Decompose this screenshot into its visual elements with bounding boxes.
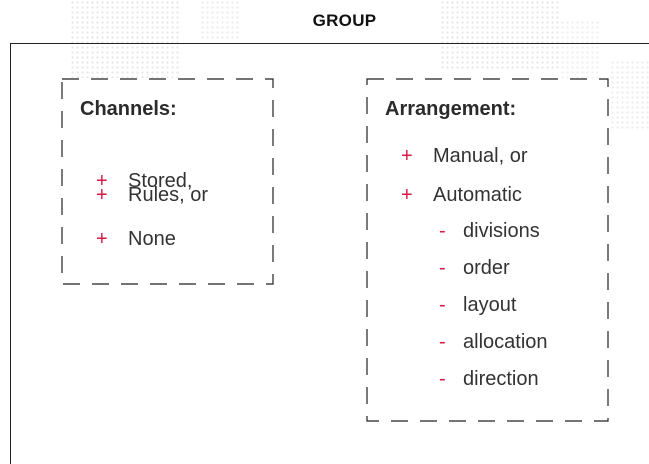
plus-marker: + [96,184,108,206]
automatic-subitem-label: layout [463,294,517,316]
group-frame [10,43,649,464]
dash-marker: - [439,257,446,279]
arrangement-title: Arrangement: [385,98,517,120]
channels-item-label: Stored, [128,170,193,192]
channels-item-label: None [128,228,176,250]
channels-title: Channels: [80,98,177,120]
channels-item-label: Rules, or [128,184,209,206]
dash-marker: - [439,220,446,242]
plus-marker: + [401,184,413,206]
arrangement-item-label: Manual, or [433,145,528,167]
automatic-subitem-label: order [463,257,510,279]
arrangement-box: Arrangement: + Manual, or + Automatic - … [366,78,609,422]
background-dot-map [70,0,649,130]
channels-box-border [61,78,274,285]
arrangement-box-border [366,78,609,422]
dash-marker: - [439,368,446,390]
plus-marker: + [401,145,413,167]
plus-marker: + [96,170,108,192]
automatic-subitem-label: direction [463,368,539,390]
plus-marker: + [96,228,108,250]
automatic-subitem-label: divisions [463,220,540,242]
dash-marker: - [439,294,446,316]
channels-box: Channels: + Stored, + Rules, or + None [61,78,274,285]
dash-marker: - [439,331,446,353]
group-title: GROUP [312,11,377,30]
automatic-subitem-label: allocation [463,331,548,353]
arrangement-item-label: Automatic [433,184,522,206]
